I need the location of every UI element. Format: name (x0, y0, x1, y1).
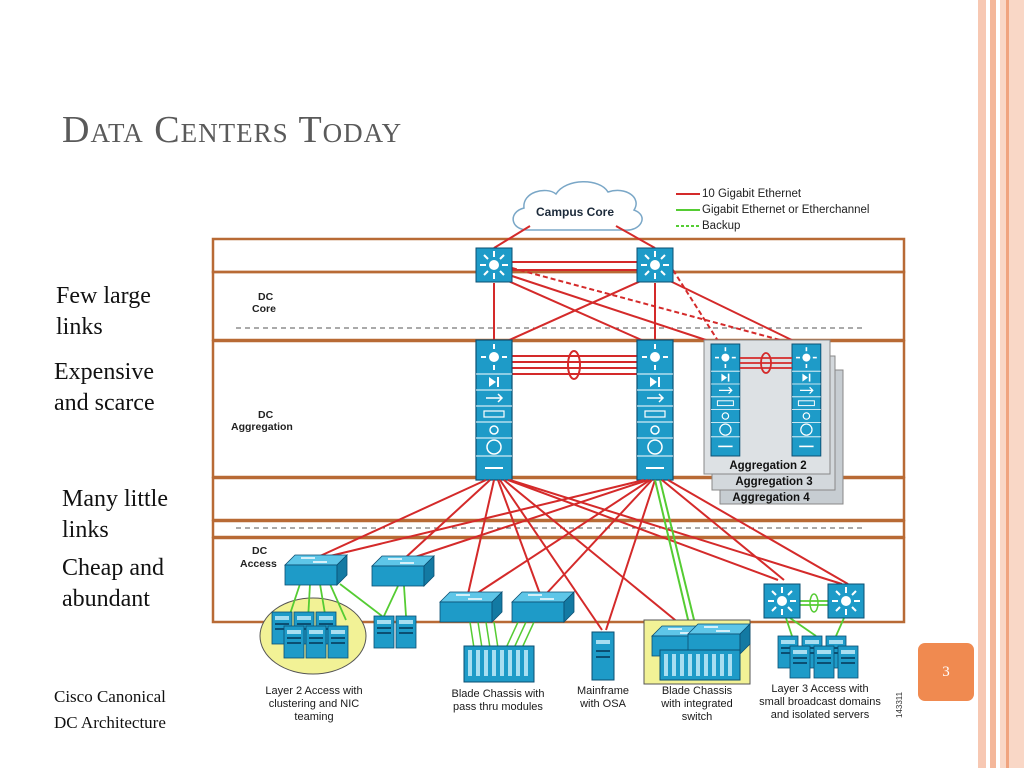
core-agg-backup-links (511, 267, 796, 345)
slide-caption: Cisco Canonical DC Architecture (54, 684, 166, 736)
blade-chassis-pass-thru (463, 645, 535, 683)
aggregation-label: Aggregation 2 (729, 460, 806, 472)
layer-label: Access (240, 558, 277, 570)
layer-label: DC (252, 545, 268, 557)
access-caption: small broadcast domains (759, 696, 881, 708)
access-server-links (287, 583, 407, 621)
access-caption: with OSA (579, 698, 627, 710)
access-caption: Blade Chassis (662, 685, 733, 697)
note-few-large-links: Few large links (56, 281, 151, 343)
aggregation-2-chassis-b (791, 343, 822, 457)
aggregation-label: Aggregation 3 (735, 476, 812, 488)
layer-label: DC (258, 291, 274, 303)
l3-access-switch-2 (827, 583, 865, 619)
access-caption: Layer 3 Access with (771, 683, 868, 695)
caption-line: Cisco Canonical (54, 687, 166, 706)
legend-label: Gigabit Ethernet or Etherchannel (702, 204, 870, 216)
access-caption: pass thru modules (453, 701, 543, 713)
access-caption: clustering and NIC (269, 698, 360, 710)
note-line: links (56, 314, 103, 340)
note-expensive-scarce: Expensive and scarce (54, 357, 155, 419)
mainframe-icon (591, 631, 615, 681)
server (305, 625, 327, 659)
blade-pass-thru-switch-2 (511, 591, 575, 623)
note-line: links (62, 517, 109, 543)
l2-access-switch-2 (371, 555, 435, 587)
decorative-stripe (1006, 0, 1009, 768)
note-line: Many little (62, 486, 168, 512)
layer-dividers (236, 327, 866, 529)
note-cheap-abundant: Cheap and abundant (62, 553, 164, 615)
note-line: Expensive (54, 359, 154, 385)
blade-pass-thru-switch-1 (439, 591, 503, 623)
note-line: and scarce (54, 390, 155, 416)
campus-uplinks (493, 225, 656, 249)
note-line: Few large (56, 283, 151, 309)
server (373, 615, 395, 649)
etherchannel-ring (760, 352, 772, 374)
legend-label: 10 Gigabit Ethernet (702, 188, 802, 200)
caption-line: DC Architecture (54, 713, 166, 732)
layer-label: Core (252, 303, 276, 315)
server (283, 625, 305, 659)
l3-access-switch-1 (763, 583, 801, 619)
server (327, 625, 349, 659)
access-caption: Layer 2 Access with (265, 685, 362, 697)
aggregation-interlink (512, 355, 637, 375)
layer-label: Aggregation (231, 421, 293, 433)
access-captions: Layer 2 Access with clustering and NIC t… (265, 683, 881, 723)
aggregation-2-interlink (740, 357, 792, 369)
access-caption: and isolated servers (771, 709, 870, 721)
note-line: abundant (62, 586, 150, 612)
legend-label: Backup (702, 220, 740, 232)
agg-access-links (319, 479, 849, 631)
etherchannel-ring (567, 350, 581, 380)
page-number-badge: 3 (918, 643, 974, 701)
access-caption: Blade Chassis with (452, 688, 545, 700)
blade-pass-thru-links (469, 621, 535, 649)
aggregation-chassis-2 (636, 339, 674, 481)
core-agg-links (493, 261, 801, 345)
aggregation-label: Aggregation 4 (732, 492, 810, 504)
aggregation-2-chassis-a (710, 343, 741, 457)
note-many-little-links: Many little links (62, 484, 168, 546)
layer-label: DC (258, 409, 274, 421)
access-caption: Mainframe (577, 685, 629, 697)
figure-id: 143311 (895, 691, 904, 718)
core-switch-2 (636, 247, 674, 283)
aggregation-chassis-1 (475, 339, 513, 481)
access-caption: with integrated (660, 698, 733, 710)
l3-access-links (785, 600, 845, 637)
legend: 10 Gigabit Ethernet Gigabit Ethernet or … (676, 188, 870, 232)
access-caption: switch (682, 711, 713, 723)
core-switch-1 (475, 247, 513, 283)
campus-core-label: Campus Core (536, 205, 614, 219)
decorative-stripe (978, 0, 986, 768)
decorative-stripe (990, 0, 996, 768)
decorative-stripe (1000, 0, 1024, 768)
aggregation-stack: Aggregation 4 Aggregation 3 Aggregation … (703, 339, 844, 505)
server (395, 615, 417, 649)
slide-title: Data Centers Today (62, 109, 403, 151)
campus-core-cloud: Campus Core (512, 181, 643, 231)
etherchannel-ring (809, 593, 819, 613)
agg-blade-gig-links (654, 479, 697, 629)
l2-access-switch-1 (284, 554, 348, 586)
blade-chassis-integrated (651, 623, 751, 681)
server (789, 645, 811, 679)
note-line: Cheap and (62, 555, 164, 581)
server (813, 645, 835, 679)
layer-bands (211, 237, 906, 624)
server (837, 645, 859, 679)
access-caption: teaming (294, 711, 333, 723)
